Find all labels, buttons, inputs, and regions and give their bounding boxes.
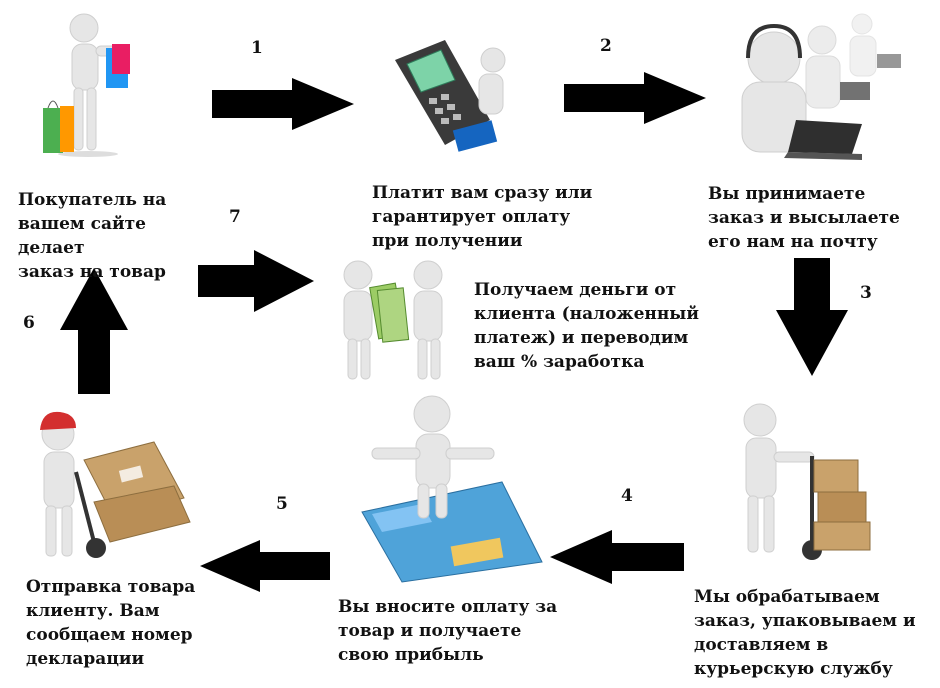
arrow-5 xyxy=(200,540,330,592)
arrow-1 xyxy=(212,78,354,130)
arrow-3 xyxy=(776,258,848,376)
step-6-text: Отправка товара клиенту. Вам сообщаем но… xyxy=(26,577,196,669)
step-3-text: Вы принимаете заказ и высылаете его нам … xyxy=(708,184,900,252)
arrow-number-4: 4 xyxy=(621,486,633,506)
person-on-credit-card-icon xyxy=(361,395,543,583)
arrow-number-2: 2 xyxy=(600,36,612,56)
step-4-text: Мы обрабатываем заказ, упаковываем и дос… xyxy=(694,587,916,679)
arrow-number-7: 7 xyxy=(229,207,241,227)
shopper-with-bags-icon xyxy=(43,13,130,157)
step-7-text: Получаем деньги от клиента (наложенный п… xyxy=(474,280,699,372)
step-2-text: Платит вам сразу или гарантирует оплату … xyxy=(372,183,593,251)
call-center-operators-icon xyxy=(741,13,901,160)
arrow-number-1: 1 xyxy=(251,38,263,58)
arrow-2 xyxy=(564,72,706,124)
arrow-number-6: 6 xyxy=(23,313,35,333)
arrow-6 xyxy=(60,268,128,394)
arrow-4 xyxy=(550,530,684,584)
arrow-number-3: 3 xyxy=(860,283,872,303)
arrow-number-5: 5 xyxy=(276,494,288,514)
arrow-7 xyxy=(198,250,314,312)
payment-terminal-icon xyxy=(395,40,506,152)
delivery-man-boxes-icon xyxy=(40,411,191,558)
step-5-text: Вы вносите оплату за товар и получаете с… xyxy=(338,597,558,665)
step-1-text: Покупатель на вашем сайте делает заказ н… xyxy=(18,190,167,282)
hand-truck-boxes-icon xyxy=(743,403,871,560)
money-exchange-icon xyxy=(343,260,443,380)
